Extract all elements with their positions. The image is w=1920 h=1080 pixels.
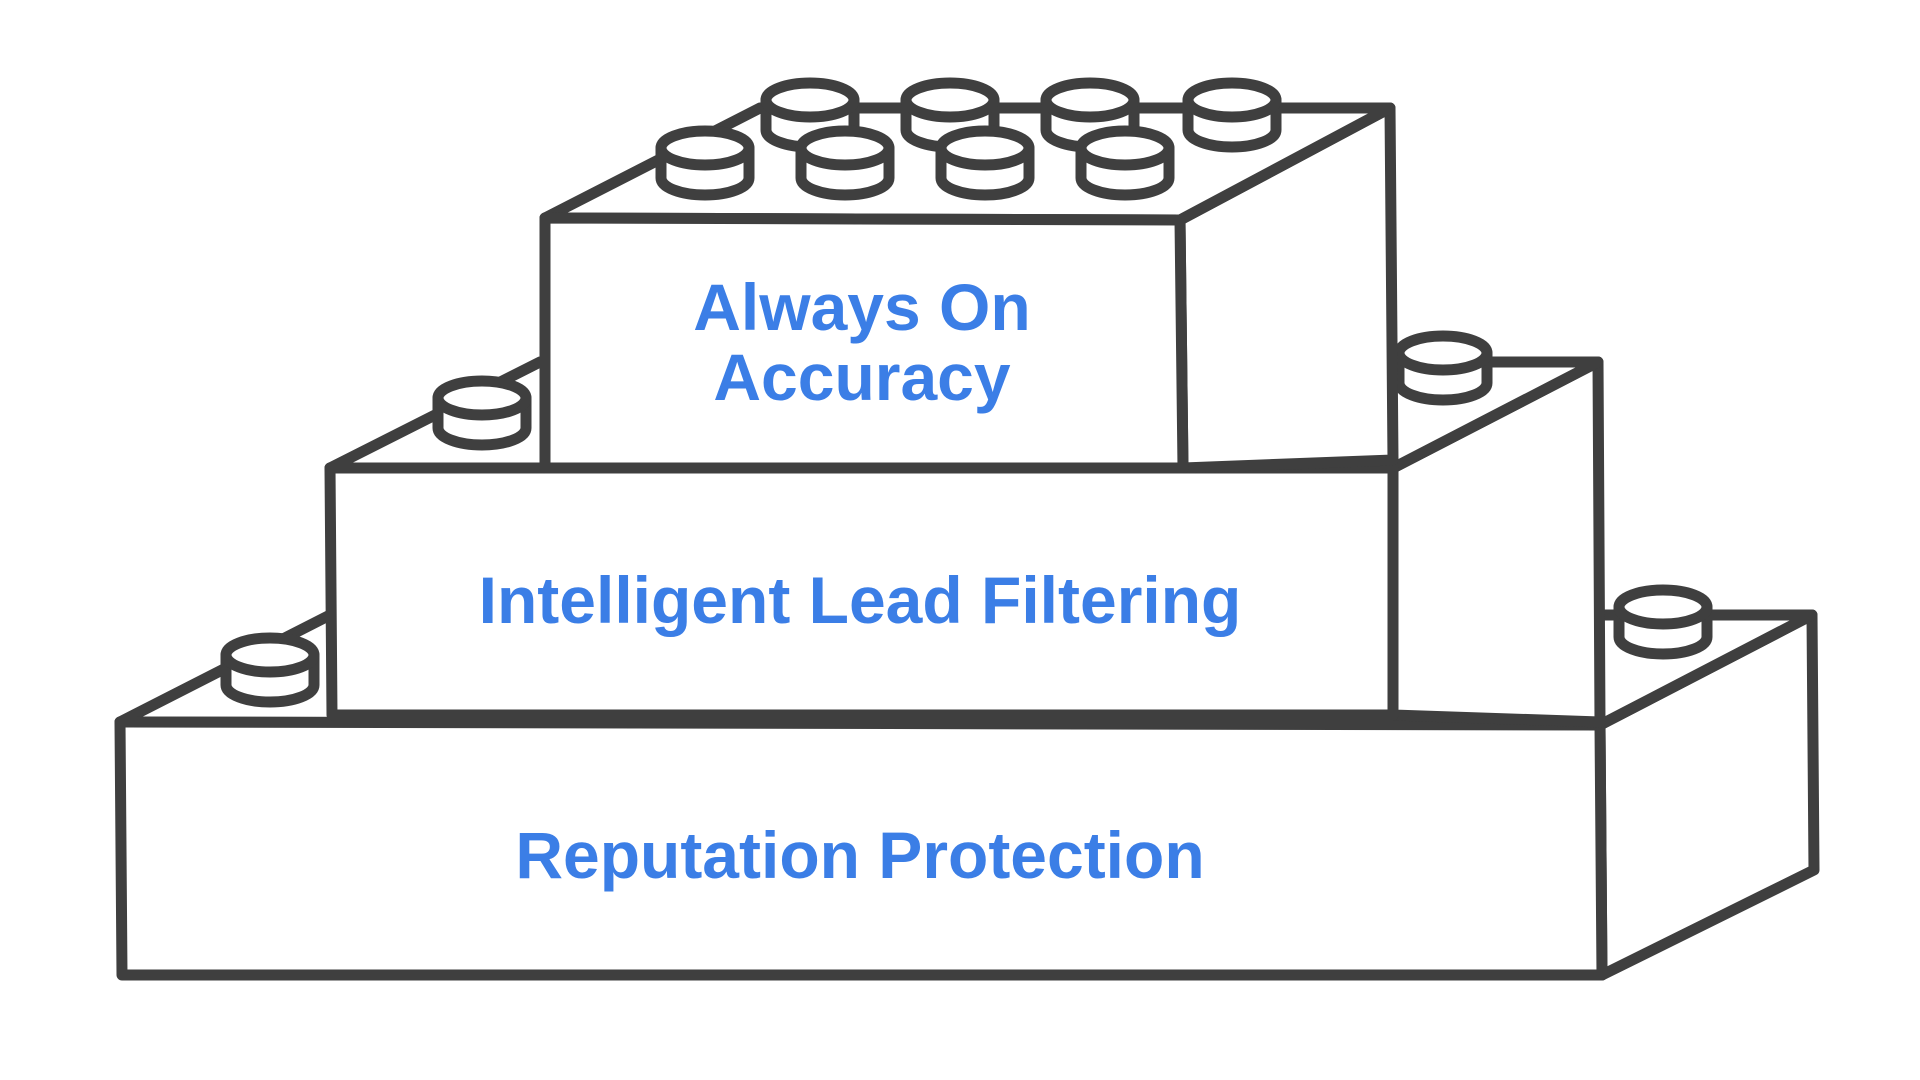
top-brick-label-line1: Always On xyxy=(693,270,1030,344)
top-brick-stud-4 xyxy=(1182,77,1282,153)
top-brick-label-line2: Accuracy xyxy=(713,340,1010,414)
top-brick-stud-7 xyxy=(935,125,1035,201)
bottom-brick-stud-2 xyxy=(1613,584,1713,660)
middle-brick-label: Intelligent Lead Filtering xyxy=(479,563,1242,637)
top-brick-stud-6 xyxy=(795,125,895,201)
top-brick: Always On Accuracy xyxy=(539,77,1399,474)
bottom-brick-front xyxy=(114,716,1608,981)
top-brick-stud-8 xyxy=(1075,125,1175,201)
middle-brick-stud-1 xyxy=(432,375,532,451)
top-brick-studs xyxy=(655,77,1282,201)
top-brick-front xyxy=(539,212,1189,474)
bottom-brick-label: Reputation Protection xyxy=(515,818,1204,892)
middle-brick-stud-2 xyxy=(1393,330,1493,406)
bottom-brick-stud-1 xyxy=(220,632,320,708)
top-brick-stud-3 xyxy=(1040,77,1140,153)
top-brick-stud-5 xyxy=(655,125,755,201)
